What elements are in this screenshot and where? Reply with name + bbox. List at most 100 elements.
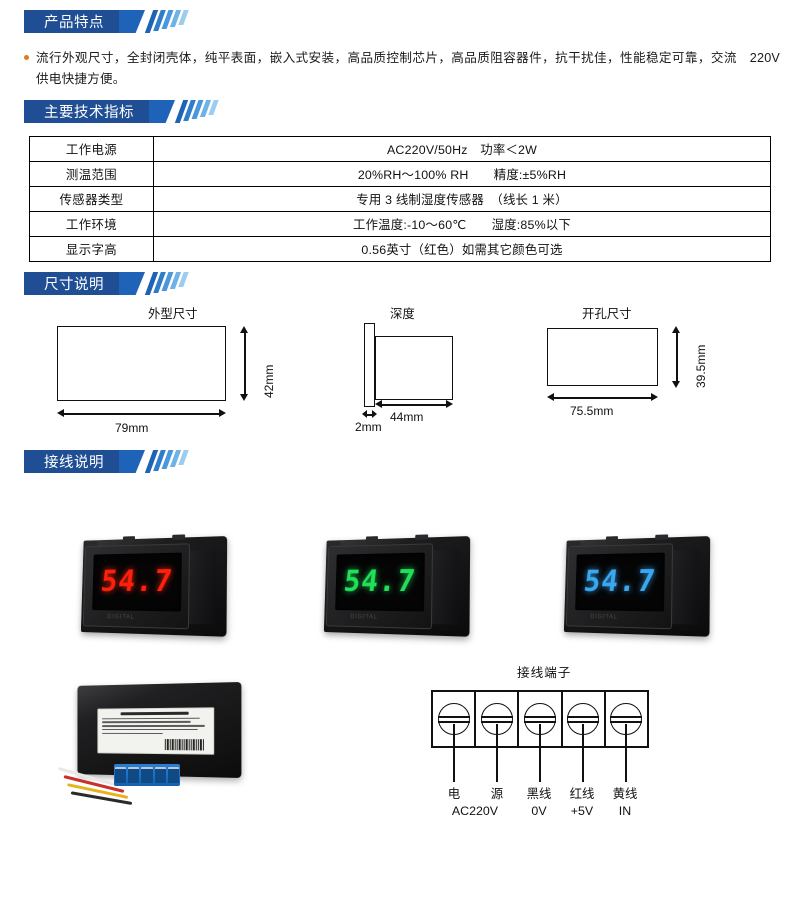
bezel-arrow: [362, 410, 377, 419]
wiring-diagram-title: 接线端子: [517, 666, 572, 680]
rear-terminal-block: [114, 764, 180, 786]
meter-photo-red: 54.7 DIGITAL: [62, 530, 237, 642]
meter-clip: [122, 536, 135, 542]
banner-stripes: [144, 272, 189, 295]
meter-clip: [655, 534, 669, 540]
meter-clip: [415, 534, 429, 540]
outline-width-arrow: [57, 409, 226, 418]
terminal-sub-3: 0V: [531, 804, 547, 818]
terminal-2: [476, 692, 520, 746]
meter-brand-text: DIGITAL: [590, 614, 619, 621]
spec-value: AC220V/50Hz 功率＜2W: [153, 136, 771, 162]
diagram-title-depth: 深度: [390, 307, 415, 321]
depth-arrow: [375, 400, 453, 409]
banner-stripes: [174, 100, 219, 123]
meter-bezel: 54.7 DIGITAL: [565, 543, 674, 630]
table-row: 工作电源 AC220V/50Hz 功率＜2W: [29, 136, 771, 162]
terminal-1: [433, 692, 477, 746]
cutout-width-arrow: [547, 393, 658, 402]
spec-value: 20%RH～100% RH 精度:±5%RH: [153, 161, 771, 187]
spec-key: 显示字高: [29, 236, 154, 262]
spec-key: 工作环境: [29, 211, 154, 237]
outline-height-arrow: [240, 326, 249, 401]
terminal-label-2: 源: [490, 787, 504, 801]
terminal-wiring-diagram: 接线端子 电 源 黑线 红线 黄线 AC220V 0V +5V IN: [425, 662, 775, 842]
banner-stripes: [144, 10, 189, 33]
section-banner-wiring: 接线说明: [24, 450, 189, 473]
meter-clip: [605, 536, 618, 542]
terminal-sub-1: AC220V: [451, 804, 499, 818]
banner-wedge: [119, 450, 145, 473]
meter-spec-label: [97, 707, 215, 755]
cutout-width-label: 75.5mm: [570, 404, 614, 418]
outline-height-label: 42mm: [262, 364, 276, 398]
table-row: 测温范围 20%RH～100% RH 精度:±5%RH: [29, 161, 771, 187]
barcode-icon: [164, 739, 209, 751]
features-list: 流行外观尺寸，全封闭壳体，纯平表面，嵌入式安装，高品质控制芯片，高品质阻容器件，…: [24, 48, 793, 90]
meter-photo-blue: 54.7 DIGITAL: [545, 530, 720, 642]
outline-rect: [57, 326, 226, 401]
diagram-title-outline: 外型尺寸: [148, 307, 198, 321]
cutout-height-arrow: [672, 326, 681, 388]
display-reading: 54.7: [341, 563, 418, 600]
banner-wedge: [119, 10, 145, 33]
table-row: 显示字高 0.56英寸（红色）如需其它颜色可选: [29, 236, 771, 262]
terminal-label-1: 电: [447, 787, 461, 801]
lead-line-2: [496, 724, 498, 782]
lead-line-1: [453, 724, 455, 782]
banner-wedge: [119, 272, 145, 295]
terminal-3: [519, 692, 563, 746]
terminal-label-3: 黑线: [526, 787, 552, 801]
section-title-wiring: 接线说明: [24, 450, 120, 473]
meter-clip: [172, 534, 186, 540]
section-banner-dimensions: 尺寸说明: [24, 272, 189, 295]
bullet-dot-icon: [24, 55, 29, 60]
screw-terminal-icon: [480, 703, 513, 735]
meter-brand-text: DIGITAL: [350, 614, 379, 621]
spec-key: 传感器类型: [29, 186, 154, 212]
lead-line-4: [582, 724, 584, 782]
feature-text: 流行外观尺寸，全封闭壳体，纯平表面，嵌入式安装，高品质控制芯片，高品质阻容器件，…: [36, 51, 793, 86]
terminal-4: [563, 692, 606, 746]
spec-value: 专用 3 线制湿度传感器 （线长 1 米）: [153, 186, 771, 212]
meter-display: 54.7: [335, 552, 425, 612]
display-reading: 54.7: [98, 563, 175, 600]
specification-table: 工作电源 AC220V/50Hz 功率＜2W 测温范围 20%RH～100% R…: [29, 136, 771, 262]
section-title-specs: 主要技术指标: [24, 100, 150, 123]
spec-value: 工作温度:-10～60℃ 湿度:85%以下: [153, 211, 771, 237]
dimension-diagrams: 外型尺寸 42mm 79mm 深度 44mm 2mm: [0, 296, 800, 446]
terminal-sub-4: +5V: [570, 804, 594, 818]
table-row: 传感器类型 专用 3 线制湿度传感器 （线长 1 米）: [29, 186, 771, 212]
section-title-features: 产品特点: [24, 10, 120, 33]
lead-line-5: [625, 724, 627, 782]
meter-photo-rear: [57, 678, 262, 808]
label-title-line: [120, 711, 189, 715]
banner-stripes: [144, 450, 189, 473]
meter-brand-text: DIGITAL: [107, 614, 136, 621]
display-reading: 54.7: [581, 563, 658, 600]
spec-key: 工作电源: [29, 136, 154, 162]
section-banner-specs: 主要技术指标: [24, 100, 219, 123]
lead-line-3: [539, 724, 541, 782]
table-row: 工作环境 工作温度:-10～60℃ 湿度:85%以下: [29, 211, 771, 237]
banner-wedge: [149, 100, 175, 123]
meter-display: 54.7: [92, 552, 182, 612]
section-title-dimensions: 尺寸说明: [24, 272, 120, 295]
terminal-label-4: 红线: [569, 787, 595, 801]
spec-key: 测温范围: [29, 161, 154, 187]
depth-body-rect: [375, 336, 453, 400]
depth-label: 44mm: [390, 410, 424, 424]
cutout-height-label: 39.5mm: [694, 344, 708, 388]
depth-bezel-rect: [364, 323, 375, 407]
meter-clip: [365, 536, 378, 542]
section-banner-features: 产品特点: [24, 10, 189, 33]
cutout-rect: [547, 328, 658, 386]
feature-item: 流行外观尺寸，全封闭壳体，纯平表面，嵌入式安装，高品质控制芯片，高品质阻容器件，…: [24, 48, 793, 90]
spec-value: 0.56英寸（红色）如需其它颜色可选: [153, 236, 771, 262]
meter-bezel: 54.7 DIGITAL: [325, 543, 434, 630]
meter-photo-green: 54.7 DIGITAL: [305, 530, 480, 642]
meter-photo-row: 54.7 DIGITAL 54.7 DIGITAL: [0, 520, 800, 660]
meter-housing: 54.7 DIGITAL: [80, 534, 228, 637]
meter-housing: 54.7 DIGITAL: [563, 534, 711, 637]
